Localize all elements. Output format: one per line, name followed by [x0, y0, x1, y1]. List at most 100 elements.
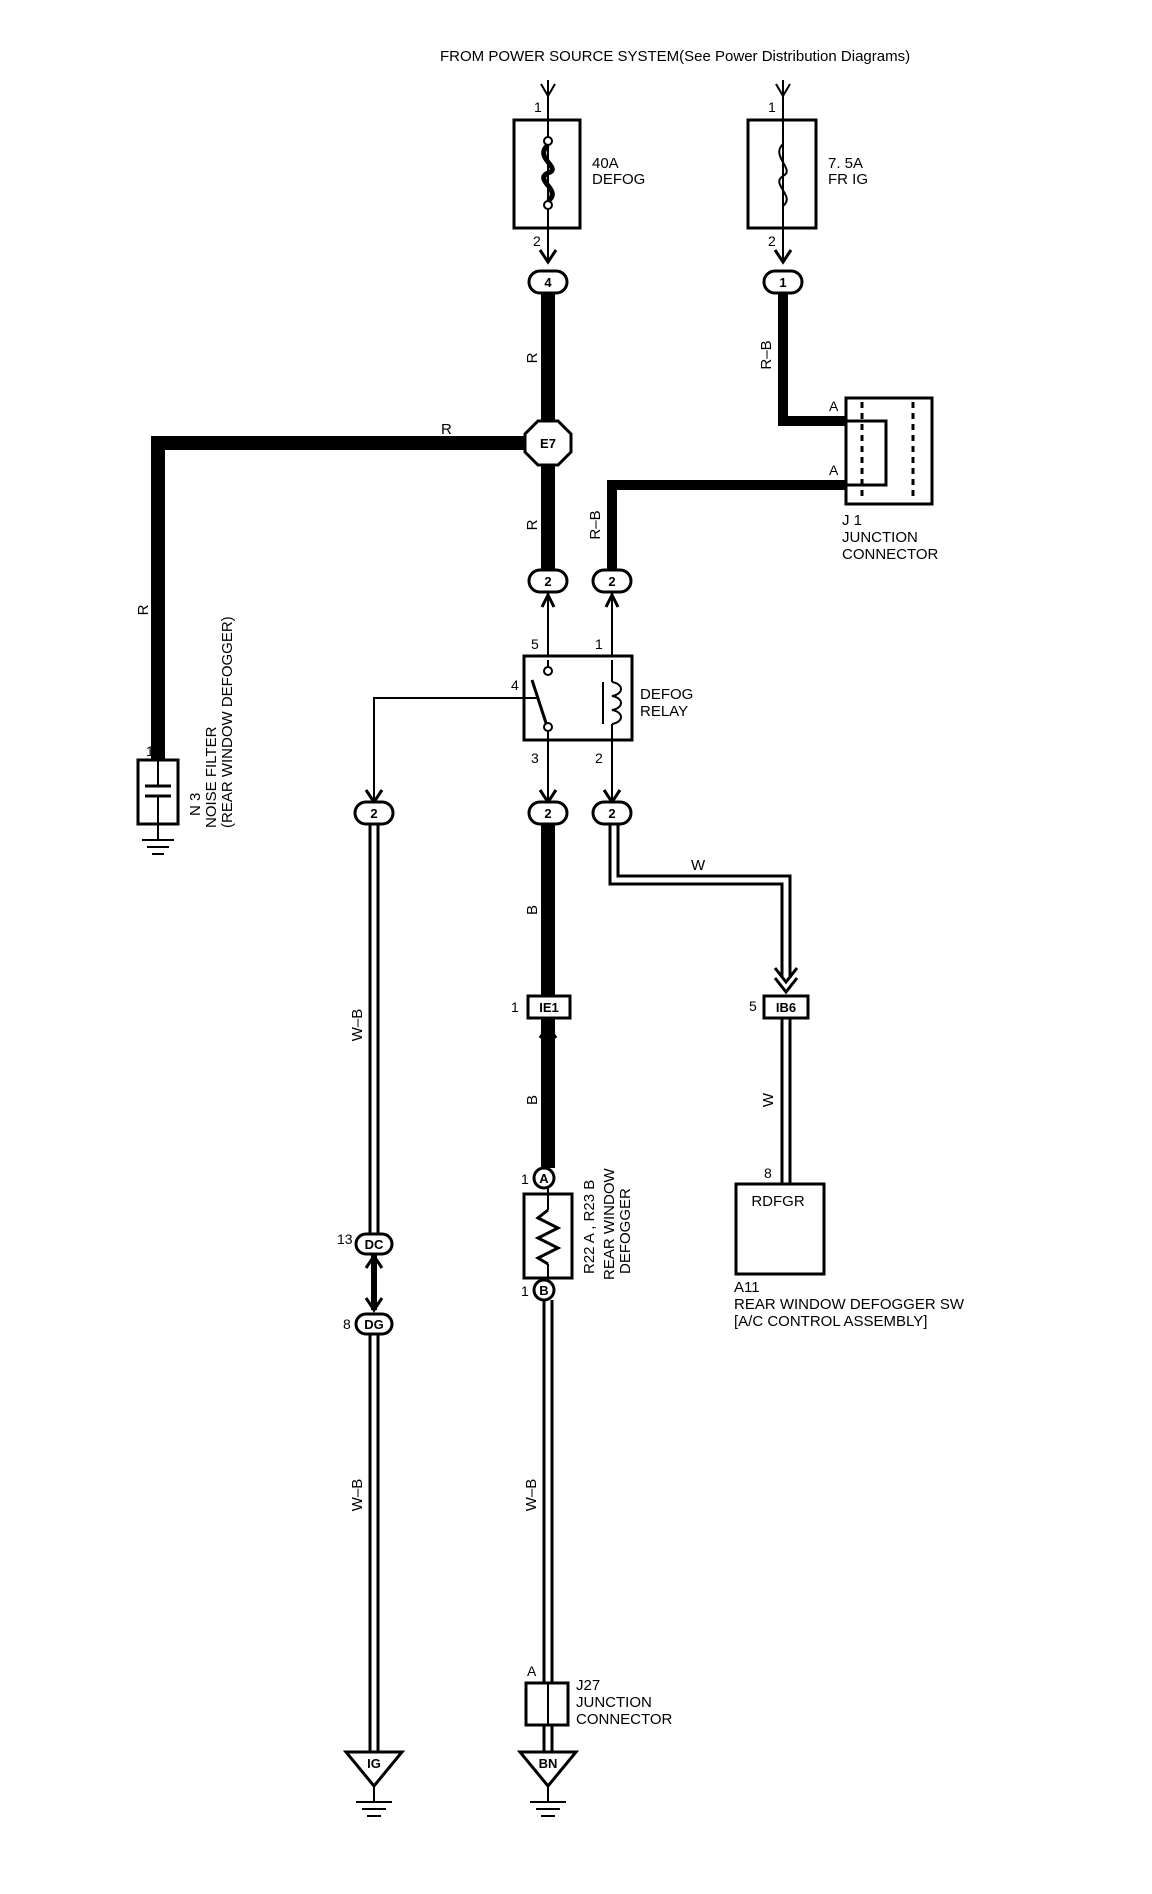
wire-label-fuse2-to-j1: R–B: [758, 340, 775, 369]
j27-pin: A: [527, 1663, 537, 1679]
ground-bn: BN: [516, 1750, 580, 1817]
noise-filter-n3: 1 N 3 NOISE FILTER (REAR WINDOW DEFOGGER…: [136, 616, 236, 855]
connector-relay-top-right: 2: [591, 568, 633, 594]
defogger-pin-b: 1: [521, 1283, 529, 1299]
wire-label-relay-to-ib6: W: [691, 857, 706, 874]
wire-label-lower-left: W–B: [349, 1479, 366, 1512]
wire-relay-to-dc: [368, 824, 380, 1234]
rear-window-defogger-switch: 8 RDFGR A11 REAR WINDOW DEFOGGER SW [A/C…: [734, 1165, 965, 1330]
connector-relay-bottom-left: 2: [353, 800, 395, 826]
fuse2-rating: 7. 5A: [828, 155, 863, 172]
j1-pin-bottom: A: [829, 462, 839, 478]
wire-label-defogger-to-j27: W–B: [523, 1479, 540, 1512]
dc-pin: 13: [337, 1231, 353, 1247]
fuse1-name: DEFOG: [592, 171, 645, 188]
wire-label-ib6-to-switch: W: [760, 1092, 777, 1107]
switch-pin: 8: [764, 1165, 772, 1181]
switch-box-label: RDFGR: [751, 1193, 804, 1210]
svg-text:IE1: IE1: [539, 1000, 559, 1015]
power-source-label: FROM POWER SOURCE SYSTEM(See Power Distr…: [440, 48, 910, 65]
wire-dg-to-ground: [368, 1334, 380, 1752]
wire-relay-to-ib6: [608, 824, 792, 978]
svg-text:4: 4: [544, 275, 552, 290]
defogger-line2: DEFOGGER: [617, 1188, 634, 1274]
connector-e7: E7: [523, 419, 573, 467]
svg-text:2: 2: [370, 806, 377, 821]
svg-text:2: 2: [544, 574, 551, 589]
fuse1-pin-out: 2: [533, 233, 541, 249]
fuse1-pin-in: 1: [534, 99, 542, 115]
relay-pin-4: 4: [511, 677, 519, 693]
wire-relay-pin4: [373, 697, 524, 800]
wire-label-noise-filter-drop: R: [135, 604, 152, 615]
j1-name-line2: CONNECTOR: [842, 546, 939, 563]
svg-text:E7: E7: [540, 436, 556, 451]
connector-relay-bottom-mid: 2: [527, 800, 569, 826]
svg-text:BN: BN: [539, 1756, 558, 1771]
dg-pin: 8: [343, 1316, 351, 1332]
ie1-pin: 1: [511, 999, 519, 1015]
svg-text:B: B: [539, 1283, 548, 1298]
defogger-label-ids: R22 A , R23 B: [581, 1180, 598, 1274]
j1-pin-top: A: [829, 398, 839, 414]
wire-fuse2-to-j1: [778, 293, 846, 426]
noise-filter-line2: (REAR WINDOW DEFOGGER): [219, 616, 236, 828]
connector-1: 1: [762, 269, 804, 295]
ib6-pin: 5: [749, 998, 757, 1014]
connector-dg: 8 DG: [343, 1312, 394, 1336]
wire-label-ie1-to-defogger: B: [524, 1095, 541, 1105]
relay-pin-1: 1: [595, 636, 603, 652]
connector-relay-top-left: 2: [527, 568, 569, 594]
fuse-40a-defog: 1 40A DEFOG 2: [512, 80, 645, 265]
svg-text:IG: IG: [367, 1756, 381, 1771]
j27-id: J27: [576, 1677, 600, 1694]
fuse1-rating: 40A: [592, 155, 619, 172]
svg-text:DC: DC: [365, 1237, 384, 1252]
switch-line2: [A/C CONTROL ASSEMBLY]: [734, 1313, 927, 1330]
fuse2-pin-in: 1: [768, 99, 776, 115]
connector-ie1: 1 IE1: [511, 994, 572, 1020]
relay-name-line1: DEFOG: [640, 686, 693, 703]
noise-filter-line1: NOISE FILTER: [203, 726, 220, 828]
wire-to-noise-filter: [151, 436, 528, 760]
wire-label-to-noise-filter: R: [441, 421, 452, 438]
j27-name-line1: JUNCTION: [576, 1694, 652, 1711]
fuse2-pin-out: 2: [768, 233, 776, 249]
connector-ib6: 5 IB6: [749, 994, 810, 1020]
ground-ig: IG: [342, 1750, 406, 1817]
j1-id: J 1: [842, 512, 862, 529]
fuse2-name: FR IG: [828, 171, 868, 188]
svg-text:DG: DG: [364, 1317, 384, 1332]
junction-connector-j1: A A J 1 JUNCTION CONNECTOR: [829, 396, 939, 563]
j1-name-line1: JUNCTION: [842, 529, 918, 546]
svg-text:2: 2: [608, 574, 615, 589]
defogger-pin-a: 1: [521, 1171, 529, 1187]
connector-4: 4: [527, 269, 569, 295]
svg-text:IB6: IB6: [776, 1000, 796, 1015]
switch-id: A11: [734, 1279, 760, 1296]
wire-label-e7-to-relay: R: [524, 519, 541, 530]
wire-label-main-feed: R: [524, 352, 541, 363]
connector-dc: 13 DC: [337, 1231, 394, 1256]
switch-line1: REAR WINDOW DEFOGGER SW: [734, 1296, 965, 1313]
svg-text:A: A: [539, 1171, 549, 1186]
wire-ib6-to-switch: [780, 1018, 792, 1184]
defogger-line1: REAR WINDOW: [601, 1168, 618, 1281]
relay-name-line2: RELAY: [640, 703, 688, 720]
j27-name-line2: CONNECTOR: [576, 1711, 673, 1728]
rear-window-defogger: 1 A 1 B R22 A , R23 B REAR WINDOW DEFOGG…: [521, 1166, 634, 1302]
wire-label-relay-to-ground-left: W–B: [349, 1009, 366, 1042]
noise-filter-pin: 1: [146, 743, 154, 759]
junction-connector-j27: A J27 JUNCTION CONNECTOR: [524, 1663, 673, 1728]
noise-filter-id: N 3: [187, 793, 204, 816]
svg-text:2: 2: [544, 806, 551, 821]
wire-label-j1-to-relay: R–B: [587, 510, 604, 539]
svg-text:2: 2: [608, 806, 615, 821]
wire-j1-to-relay: [607, 480, 846, 570]
relay-pin-3: 3: [531, 750, 539, 766]
relay-pin-5: 5: [531, 636, 539, 652]
svg-text:1: 1: [779, 275, 786, 290]
fuse-7-5a-fr-ig: 1 7. 5A FR IG 2: [746, 80, 868, 265]
wire-label-relay-to-ie1: B: [524, 905, 541, 915]
